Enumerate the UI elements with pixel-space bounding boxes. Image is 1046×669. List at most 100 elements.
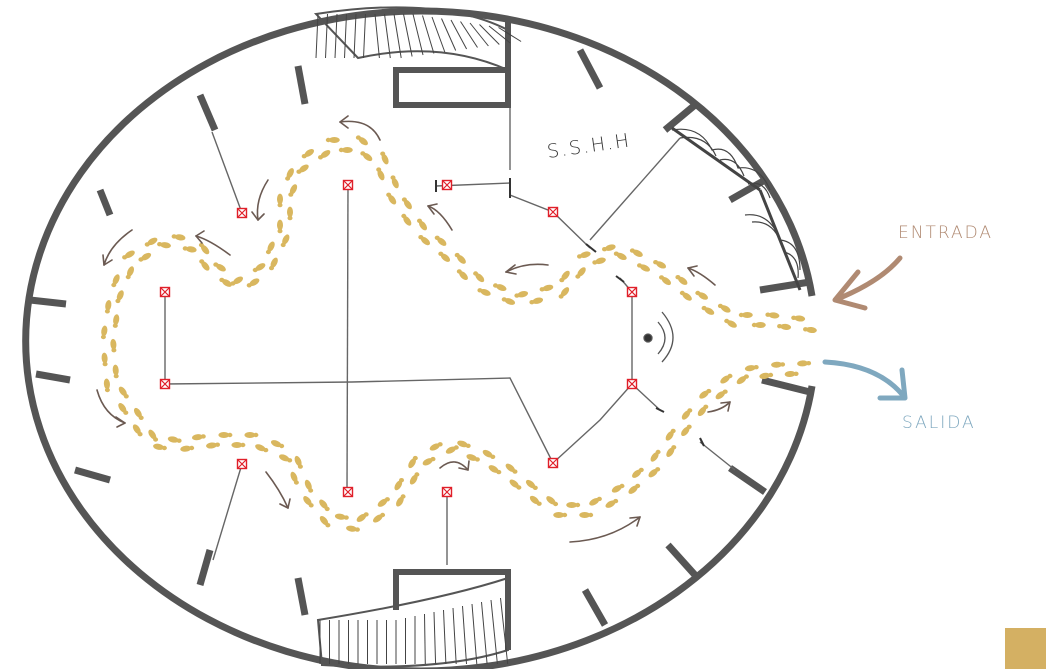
footprint [475, 273, 485, 283]
footprint-heel [738, 312, 744, 318]
wall-buttress [665, 542, 698, 578]
anchor-point-icon [441, 179, 453, 191]
footprint-heel [803, 327, 808, 332]
exit-arrow-stroke [822, 359, 908, 401]
footprint [639, 264, 650, 272]
footprint [741, 312, 753, 318]
footprint-heel [297, 464, 303, 469]
stair-step [500, 597, 509, 665]
footprint-heel [308, 503, 314, 508]
footprint-heel [514, 293, 520, 298]
footprint-heel [111, 282, 117, 288]
footprint-heel [293, 480, 299, 485]
visitor-footprint-trail [100, 135, 817, 532]
footprint [270, 257, 278, 268]
footprint [437, 237, 447, 246]
footprint [589, 498, 600, 506]
footprint-heel [287, 215, 293, 221]
wall-buttress [35, 370, 71, 384]
footprint-heel [318, 155, 323, 160]
room-label: S.S.H.H [546, 129, 633, 163]
footprint [101, 325, 108, 337]
footprint [797, 360, 809, 367]
footprint [771, 361, 783, 368]
footprint-heel [263, 447, 269, 453]
footprint [560, 287, 570, 297]
footprint [180, 445, 192, 452]
footprint-heel [380, 151, 386, 156]
wall-buttress [662, 102, 698, 133]
footprint-heel [724, 318, 730, 324]
footprint [320, 150, 331, 158]
stair-step [490, 599, 498, 665]
partition-cables [164, 108, 736, 565]
footprint [655, 261, 667, 269]
footprint [561, 270, 570, 281]
footprint [147, 237, 158, 246]
footprint [116, 290, 124, 301]
footprint [605, 500, 616, 508]
footprint-heel [157, 242, 163, 247]
footprint [341, 147, 353, 153]
stair-step [393, 13, 402, 59]
footprint-heel [613, 498, 619, 504]
anchor-point-icon [626, 286, 638, 298]
footprint [720, 375, 730, 384]
wall-buttress [196, 549, 214, 586]
footprint-heel [380, 512, 386, 518]
footprint [420, 236, 431, 246]
footprint [299, 164, 309, 173]
footprint [720, 305, 731, 313]
footprint-heel [592, 260, 598, 265]
footprint-heel [539, 287, 545, 292]
footprint [191, 434, 203, 441]
arch-window-upper [671, 128, 771, 199]
footprint-heel [417, 218, 422, 223]
footprint-heel [198, 242, 204, 248]
footprint-heel [717, 303, 723, 309]
footprint-heel [200, 434, 206, 439]
footprint [270, 440, 282, 448]
footprint-heel [437, 442, 443, 447]
cable-line [552, 292, 633, 464]
footprint-heel [675, 275, 681, 280]
footprint [726, 320, 737, 328]
direction-arrow [427, 203, 453, 231]
footprint [682, 292, 692, 301]
footprint-heel [456, 269, 462, 274]
footprint-heel [144, 242, 150, 247]
footprint [665, 431, 674, 441]
footprint-heel [113, 373, 119, 379]
stair-outline [313, 6, 509, 72]
footprint-heel [575, 274, 581, 279]
footprint-heel [189, 445, 195, 451]
footprint [611, 485, 622, 493]
footprint-heel [496, 469, 502, 475]
footprint [488, 465, 499, 473]
footprint-heel [613, 251, 619, 256]
footprint-heel [659, 275, 664, 280]
footprint [201, 261, 210, 271]
footprint [715, 391, 726, 400]
footprint-heel [115, 298, 121, 304]
footprint [529, 495, 540, 505]
anchor-point-icon [159, 378, 171, 390]
wall-buttresses [29, 48, 811, 627]
footprint [698, 292, 708, 300]
cable-end [655, 407, 665, 413]
footprint [759, 372, 771, 379]
footprint [482, 449, 493, 458]
footprint [466, 454, 478, 461]
footprint [132, 424, 141, 435]
footprint [532, 297, 544, 304]
footprint [697, 406, 707, 417]
footprint [546, 496, 556, 505]
footprint-heel [308, 488, 314, 493]
footprint-heel [791, 315, 797, 320]
footprint [141, 252, 152, 261]
footprint-heel [252, 267, 258, 273]
footprint [277, 219, 283, 231]
footprint [304, 148, 315, 157]
footprint-heel [454, 252, 460, 258]
anchor-point-icon [236, 458, 248, 470]
